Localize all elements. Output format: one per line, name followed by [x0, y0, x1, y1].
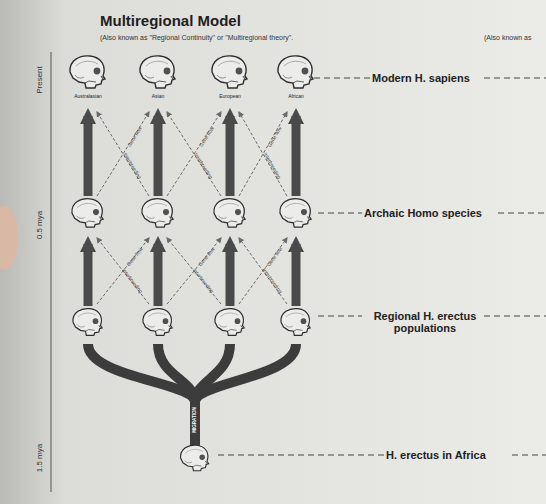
lineage-arrow [292, 244, 301, 306]
finger [0, 206, 18, 270]
skull [214, 199, 245, 228]
gene-flow-line [239, 238, 287, 304]
gene-flow-line [97, 238, 149, 304]
skull [280, 199, 311, 228]
gene-flow-line [239, 112, 287, 196]
trunk-label: MIGRATION [193, 407, 198, 432]
lineage-arrow [226, 244, 235, 306]
skull [281, 309, 310, 336]
level-label: Archaic Homo species [364, 207, 482, 219]
level-leaders [218, 78, 546, 455]
gene-flow-line [239, 238, 287, 304]
subtitle-fragment: (Also known as [484, 34, 531, 42]
level-label: Regional H. erectus populations [364, 310, 486, 334]
time-label: 1.5 mya [36, 444, 45, 472]
skull [143, 309, 172, 336]
gene-flow-line [167, 238, 221, 304]
gene-flow-lines [97, 112, 287, 304]
gene-flow-line [167, 238, 221, 304]
region-label: Asian [152, 94, 165, 100]
lineage-arrow [292, 116, 301, 196]
skull [212, 56, 247, 88]
lineage-arrows [88, 116, 296, 306]
skull [70, 56, 105, 88]
level-label: H. erectus in Africa [386, 449, 486, 461]
title: Multiregional Model [100, 13, 241, 30]
gene-flow-line [167, 112, 221, 196]
skull [72, 199, 103, 228]
skull [278, 56, 313, 88]
gene-flow-line [97, 238, 149, 304]
skulls [70, 56, 313, 471]
migration-branches [88, 344, 296, 446]
time-axis [50, 52, 51, 492]
skull [181, 445, 209, 471]
lineage-arrow [84, 244, 93, 306]
region-label: Australasian [74, 94, 102, 100]
time-label: 0.5 mya [36, 211, 45, 239]
lineage-arrow [226, 116, 235, 196]
level-label: Modern H. sapiens [372, 72, 470, 84]
gene-flow-line [167, 112, 221, 196]
gene-flow-line [97, 112, 149, 196]
gene-flow-line [97, 112, 149, 196]
skull [215, 309, 244, 336]
skull [142, 199, 173, 228]
skull [140, 56, 175, 88]
region-label: African [288, 94, 304, 100]
skull [73, 309, 102, 336]
region-label: European [219, 94, 241, 100]
time-label: Present [36, 66, 45, 94]
lineage-arrow [154, 244, 163, 306]
subtitle: (Also known as "Regional Continuity" or … [100, 34, 293, 42]
gene-flow-line [239, 112, 287, 196]
lineage-arrow [84, 116, 93, 196]
lineage-arrow [154, 116, 163, 196]
